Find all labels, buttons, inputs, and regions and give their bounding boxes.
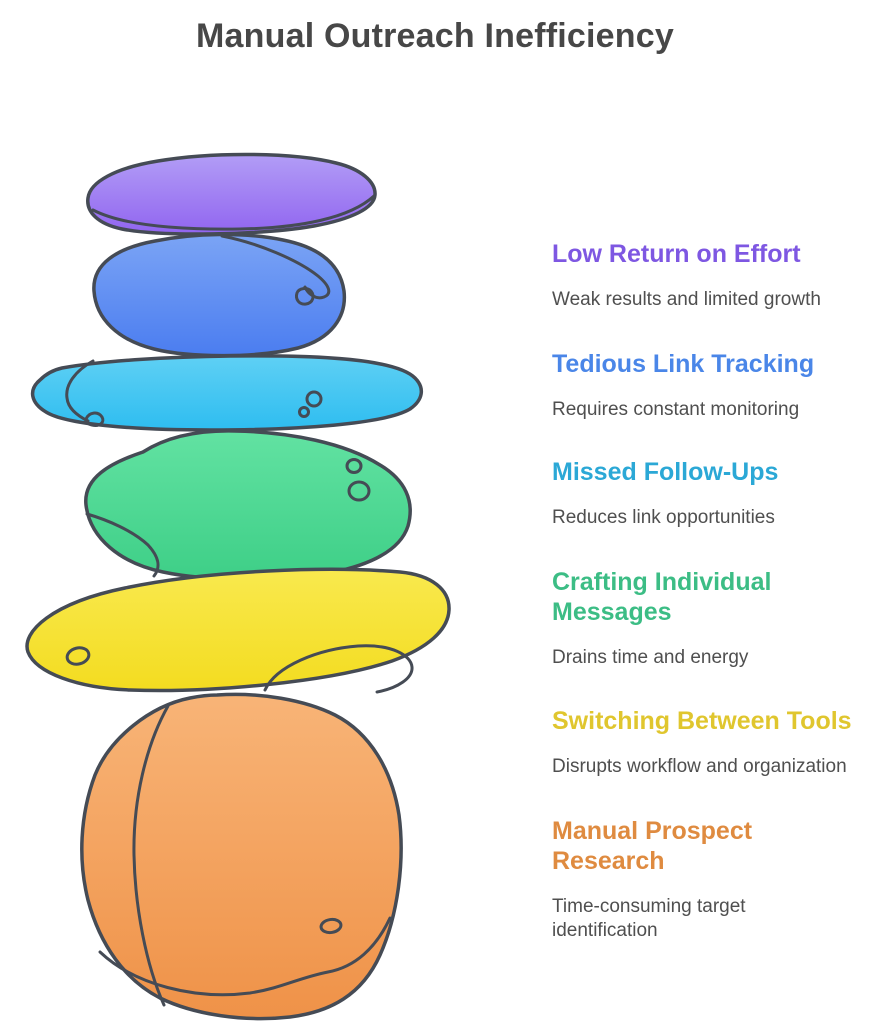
orange-stone-wave-line <box>98 916 392 997</box>
blue-stone-speckle <box>295 287 315 306</box>
blue-round-stone-icon <box>92 232 347 358</box>
orange-boulder-stone-icon <box>80 692 403 1021</box>
legend-item-description: Time-consuming target identification <box>552 896 746 941</box>
orange-stone-speckle <box>319 917 343 935</box>
yellow-flat-stone-icon <box>25 567 451 694</box>
legend-item-title: Low Return on Effort <box>552 240 801 268</box>
legend-item-switching-between-tools: Switching Between Tools Disrupts workflo… <box>552 706 864 779</box>
yellow-stone-fold-line <box>263 644 414 694</box>
legend-item-description: Requires constant monitoring <box>552 399 800 420</box>
legend-item-title: Switching Between Tools <box>552 707 852 735</box>
stone-stack-illustration <box>25 152 451 1021</box>
green-round-stone-icon <box>84 429 412 581</box>
blue-stone-body <box>92 232 347 358</box>
cyan-stone-fold-loop <box>84 411 105 427</box>
legend-item-title: Manual Prospect Research <box>552 817 753 875</box>
cyan-stone-fold-line <box>65 359 95 423</box>
legend-item-title: Crafting Individual Messages <box>552 568 772 626</box>
cyan-flat-stone-icon <box>30 354 423 432</box>
legend-item-tedious-link-tracking: Tedious Link Tracking Requires constant … <box>552 349 864 422</box>
cyan-stone-speckle-large <box>305 390 323 408</box>
legend-item-title: Missed Follow-Ups <box>552 458 779 486</box>
yellow-stone-body <box>25 567 451 693</box>
green-stone-speckle-large <box>347 480 371 502</box>
legend-item-missed-follow-ups: Missed Follow-Ups Reduces link opportuni… <box>552 457 864 530</box>
green-stone-body <box>84 429 412 581</box>
yellow-stone-speckle <box>65 646 91 666</box>
legend-item-crafting-individual-messages: Crafting Individual Messages Drains time… <box>552 567 864 670</box>
legend-item-manual-prospect-research: Manual Prospect Research Time-consuming … <box>552 816 864 943</box>
page-title: Manual Outreach Inefficiency <box>196 17 674 55</box>
legend-item-description: Drains time and energy <box>552 647 749 668</box>
cyan-stone-body <box>30 354 423 432</box>
legend-item-title: Tedious Link Tracking <box>552 350 815 378</box>
green-stone-speckle-small <box>345 458 363 474</box>
legend-item-description: Disrupts workflow and organization <box>552 756 847 777</box>
cyan-stone-speckle-small <box>298 406 310 418</box>
orange-stone-body <box>80 692 403 1021</box>
green-stone-crease-line <box>85 512 160 578</box>
purple-stone-crease-line <box>91 194 376 231</box>
purple-flat-stone-icon <box>86 152 377 236</box>
legend-item-description: Reduces link opportunities <box>552 507 775 528</box>
legend-item-low-return-on-effort: Low Return on Effort Weak results and li… <box>552 239 864 312</box>
stone-stack <box>25 152 451 1021</box>
legend-item-description: Weak results and limited growth <box>552 289 821 310</box>
orange-stone-crease-line <box>132 704 170 1007</box>
